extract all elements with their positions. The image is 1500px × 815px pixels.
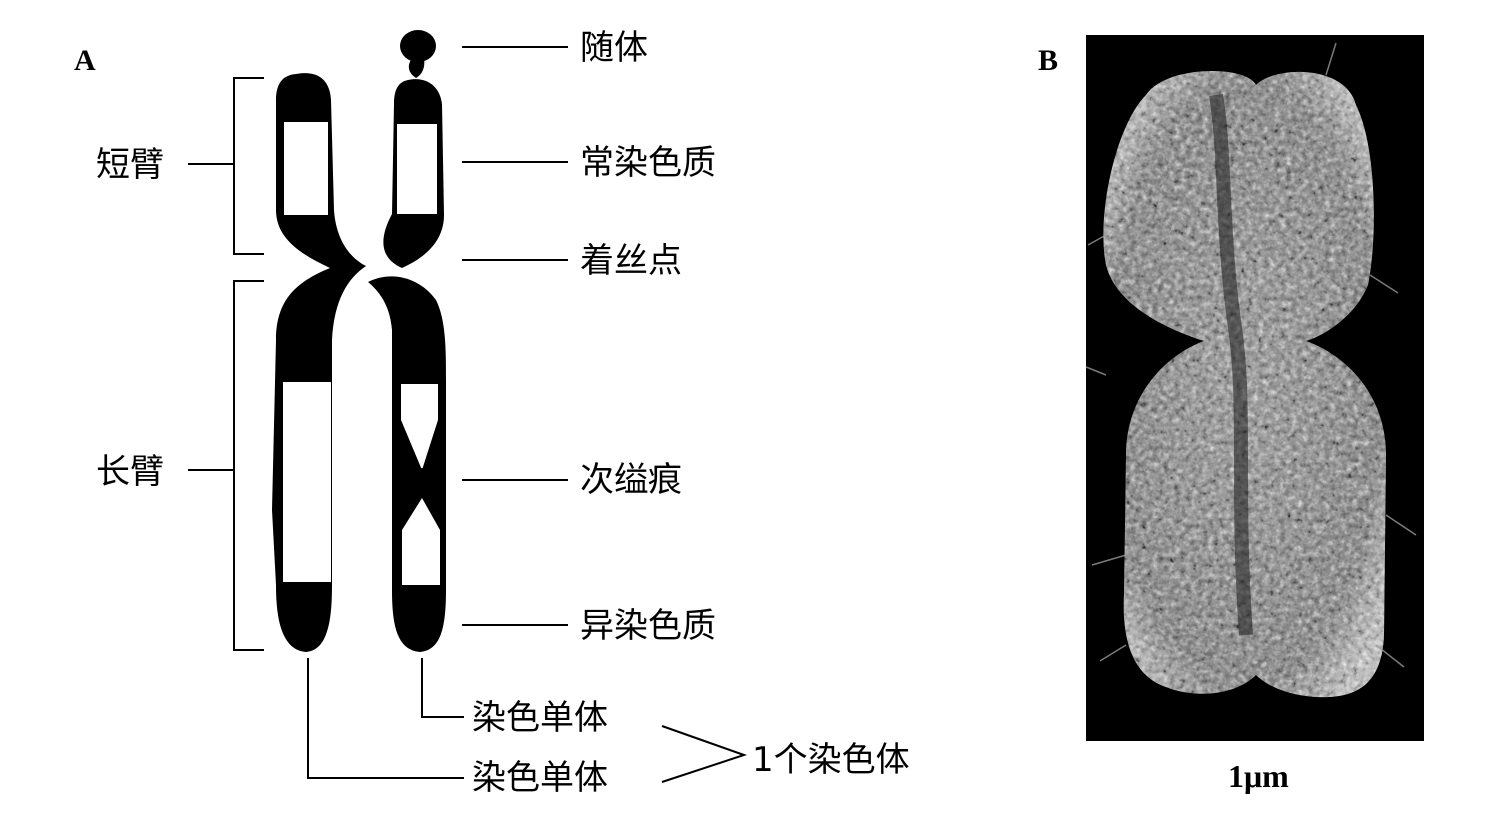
label-secondary-constriction: 次缢痕 [580, 460, 682, 500]
leader-chromatid-2 [307, 658, 464, 779]
label-chromatid-2: 染色单体 [472, 758, 608, 798]
left-chromatid [272, 73, 366, 653]
micrograph-image [1085, 42, 1417, 698]
satellite-stalk [408, 58, 425, 78]
right-lower-gap-upper [401, 384, 438, 470]
chevron-to-one-chromosome [661, 725, 748, 783]
long-arm-bracket [233, 280, 264, 651]
scale-bar-label: 1μm [1228, 758, 1289, 794]
satellite-knob [400, 30, 436, 62]
label-chromatid-1: 染色单体 [472, 698, 608, 738]
secondary-constriction-dot [412, 468, 430, 494]
panel-a-letter: A [74, 44, 96, 77]
label-one-chromosome: 1个染色体 [752, 740, 910, 780]
micrograph-fibres [1085, 42, 1417, 668]
right-leader-lines [462, 46, 568, 626]
left-brackets [188, 77, 264, 651]
right-chromatid [368, 30, 446, 652]
label-short-arm: 短臂 [96, 145, 164, 185]
left-lower-euchromatin [283, 382, 331, 582]
leader-chromatid-1 [421, 658, 464, 718]
right-lower-gap-lower [402, 498, 440, 585]
left-upper-euchromatin [284, 122, 328, 215]
short-arm-bracket [233, 77, 264, 255]
label-heterochromatin: 异染色质 [580, 606, 716, 646]
chromosome-micrograph [1085, 35, 1424, 741]
chromatid-leaders [307, 658, 748, 783]
label-euchromatin: 常染色质 [580, 143, 716, 183]
right-lower-arm [368, 276, 446, 652]
label-satellite: 随体 [580, 28, 648, 68]
label-long-arm: 长臂 [96, 452, 164, 492]
micrograph-groove [1209, 93, 1253, 636]
panel-b-letter: B [1038, 44, 1059, 77]
right-upper-euchromatin [397, 124, 437, 214]
label-centromere: 着丝点 [580, 241, 682, 281]
